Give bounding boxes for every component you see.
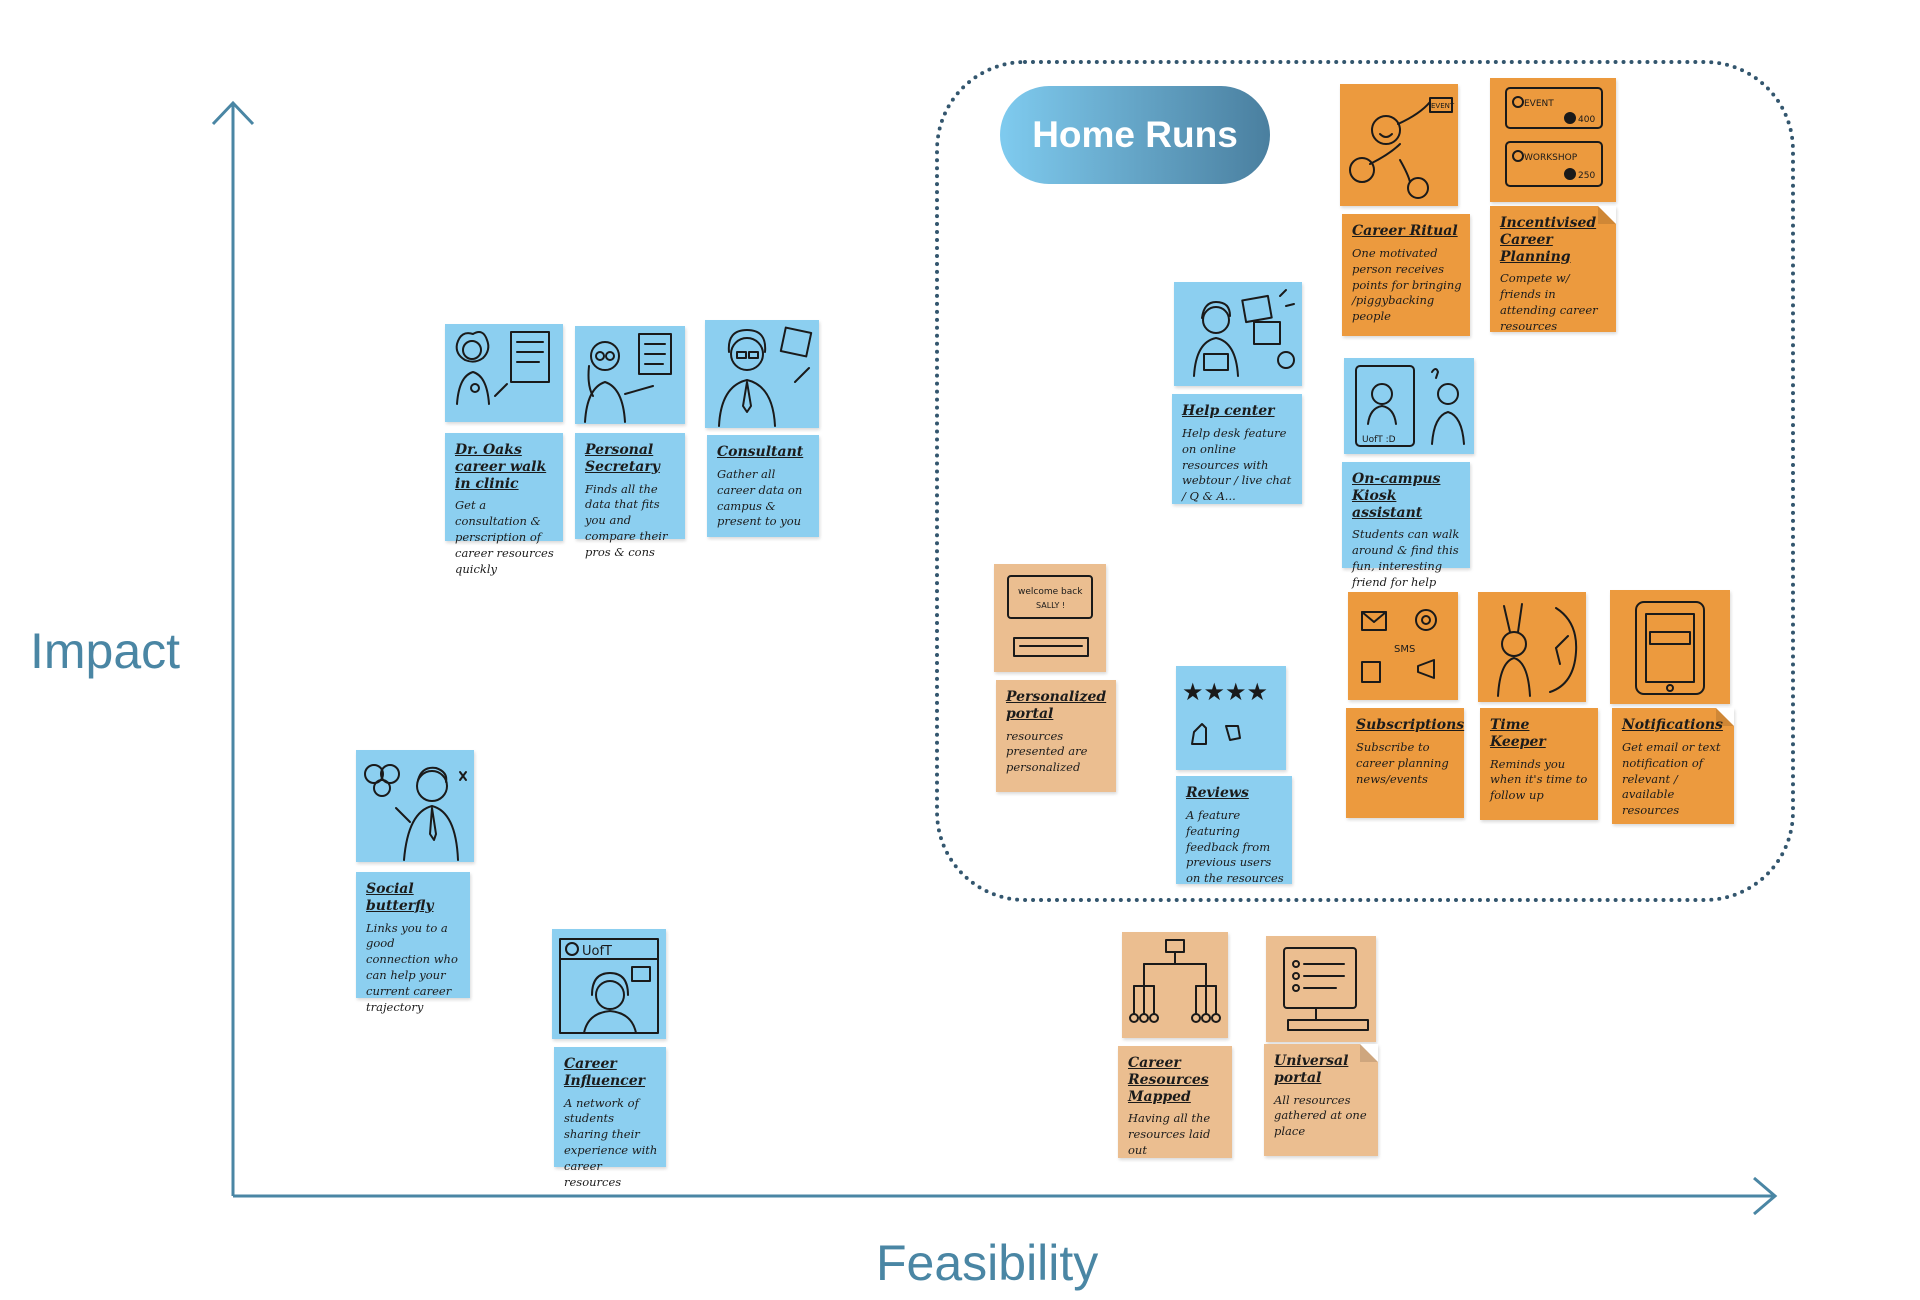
note-title: Career Resources Mapped: [1128, 1055, 1209, 1105]
personalized-portal-sketch-note: welcome back SALLY !: [994, 564, 1106, 672]
dr-oaks-sketch-note: [445, 324, 563, 422]
x-axis-arrowhead: [1753, 1176, 1778, 1216]
note-description: All resources gathered at one place: [1274, 1092, 1367, 1139]
consultant-sketch: [718, 326, 813, 427]
incentivised-sketch-note: EVENT 400 WORKSHOP 250: [1490, 78, 1616, 202]
note-description: Compete w/ friends in attending career r…: [1500, 271, 1598, 333]
ritual-sketch-text: EVENT: [1431, 102, 1455, 110]
points-sketch: EVENT 400 WORKSHOP 250: [1505, 87, 1603, 187]
note-title: Career Influencer: [564, 1056, 645, 1089]
consultant-sketch-note: [705, 320, 819, 428]
kiosk-sketch-note: UofT :D: [1344, 358, 1474, 454]
ritual-sketch: EVENT: [1349, 97, 1455, 199]
note-title: Social butterfly: [366, 881, 434, 914]
subscriptions-sketch: SMS: [1361, 609, 1437, 683]
personal-secretary-sketch-note: [575, 326, 685, 424]
help-center-note: Help center Help desk feature on online …: [1172, 394, 1302, 504]
notifications-note: Notifications Get email or text notifica…: [1612, 708, 1734, 824]
note-title: Subscriptions: [1356, 717, 1465, 733]
note-description: Links you to a good connection who can h…: [366, 920, 458, 1014]
career-ritual-sketch-note: EVENT: [1340, 84, 1458, 206]
career-influencer-note: Career Influencer A network of students …: [554, 1047, 666, 1189]
influencer-sketch: UofT: [559, 938, 659, 1034]
note-title: Personal Secretary: [585, 442, 660, 475]
note-title: Career Ritual: [1352, 223, 1458, 239]
help-center-sketch-note: [1174, 282, 1302, 386]
note-title: Notifications: [1622, 717, 1723, 733]
note-description: One motivated person receives points for…: [1352, 245, 1462, 324]
reviews-sketch: ★★★★: [1182, 678, 1268, 745]
note-title: Reviews: [1186, 785, 1249, 801]
note-description: Get a consultation & perscription of car…: [455, 498, 554, 576]
resources-mapped-note: Career Resources Mapped Having all the r…: [1118, 1046, 1232, 1158]
monitor-sketch: [1283, 947, 1369, 1031]
tree-sketch: [1129, 939, 1221, 1023]
sms-text: SMS: [1394, 644, 1415, 655]
welcome-line-2: SALLY !: [1036, 601, 1065, 610]
universal-portal-note: Universal portal All resources gathered …: [1264, 1044, 1378, 1156]
note-description: Reminds you when it's time to follow up: [1490, 756, 1588, 803]
influencer-sketch-text: UofT: [582, 944, 612, 959]
stars: ★★★★: [1182, 678, 1268, 706]
note-description: Having all the resources laid out: [1128, 1111, 1211, 1158]
subscriptions-sketch-note: SMS: [1348, 592, 1458, 700]
home-runs-zone: [935, 60, 1795, 902]
note-title: Universal portal: [1274, 1053, 1349, 1086]
note-title: Consultant: [717, 444, 804, 460]
social-butterfly-note: Social butterfly Links you to a good con…: [356, 872, 470, 1014]
x-axis-label: Feasibility: [876, 1235, 1099, 1291]
resources-mapped-sketch-note: [1122, 932, 1228, 1038]
reviews-note: Reviews A feature featuring feedback fro…: [1176, 776, 1292, 886]
home-runs-badge: Home Runs: [1000, 86, 1270, 184]
note-title: Time Keeper: [1490, 717, 1546, 750]
kiosk-sketch: UofT :D: [1355, 365, 1465, 447]
social-butterfly-sketch: [364, 764, 467, 861]
career-ritual-note: Career Ritual One motivated person recei…: [1342, 214, 1470, 336]
notifications-sketch-note: [1610, 590, 1730, 704]
note-title: Dr. Oaks career walk in clinic: [455, 442, 547, 492]
time-keeper-sketch-note: [1478, 592, 1586, 702]
kiosk-note: On-campus Kiosk assistant Students can w…: [1342, 462, 1470, 589]
note-title: Incentivised Career Planning: [1500, 215, 1597, 265]
note-description: Help desk feature on online resources wi…: [1182, 425, 1292, 504]
event-points: 400: [1578, 115, 1595, 125]
note-description: Gather all career data on campus & prese…: [717, 466, 803, 529]
dr-oaks-note: Dr. Oaks career walk in clinic Get a con…: [445, 433, 563, 576]
home-runs-label: Home Runs: [1032, 114, 1238, 155]
note-description: A network of students sharing their expe…: [564, 1095, 658, 1189]
personal-secretary-note: Personal Secretary Finds all the data th…: [575, 433, 685, 559]
personalized-portal-note: Personalized portal resources presented …: [996, 680, 1116, 792]
note-description: Finds all the data that fits you and com…: [585, 481, 668, 560]
consultant-note: Consultant Gather all career data on cam…: [707, 435, 819, 537]
note-title: On-campus Kiosk assistant: [1352, 471, 1441, 521]
note-description: resources presented are personalized: [1006, 728, 1088, 775]
note-title: Personalized portal: [1006, 689, 1107, 722]
universal-portal-sketch-note: [1266, 936, 1376, 1042]
portal-sketch: welcome back SALLY !: [1007, 575, 1093, 657]
workshop-points: 250: [1578, 171, 1595, 181]
welcome-line-1: welcome back: [1018, 587, 1083, 597]
career-influencer-sketch-note: UofT: [552, 929, 666, 1039]
social-butterfly-sketch-note: [356, 750, 474, 862]
note-description: Students can walk around & find this fun…: [1352, 527, 1460, 589]
note-description: Get email or text notification of releva…: [1622, 739, 1721, 818]
event-label: EVENT: [1524, 99, 1554, 109]
doctor-sketch: [455, 331, 550, 405]
y-axis-arrowhead: [211, 100, 255, 126]
tablet-sketch: [1635, 601, 1705, 695]
workshop-label: WORKSHOP: [1524, 153, 1578, 163]
time-keeper-note: Time Keeper Reminds you when it's time t…: [1480, 708, 1598, 820]
secretary-sketch: [584, 333, 672, 423]
note-title: Help center: [1182, 403, 1275, 419]
y-axis-label: Impact: [30, 623, 181, 679]
kiosk-sketch-text: UofT :D: [1362, 435, 1396, 445]
reviews-sketch-note: ★★★★: [1176, 666, 1286, 770]
subscriptions-note: Subscriptions Subscribe to career planni…: [1346, 708, 1464, 818]
note-description: Subscribe to career planning news/events: [1356, 739, 1449, 786]
note-description: A feature featuring feedback from previo…: [1186, 807, 1284, 886]
rabbit-clock-sketch: [1497, 603, 1578, 697]
help-center-sketch: [1193, 289, 1295, 377]
incentivised-note: Incentivised Career Planning Compete w/ …: [1490, 206, 1616, 333]
